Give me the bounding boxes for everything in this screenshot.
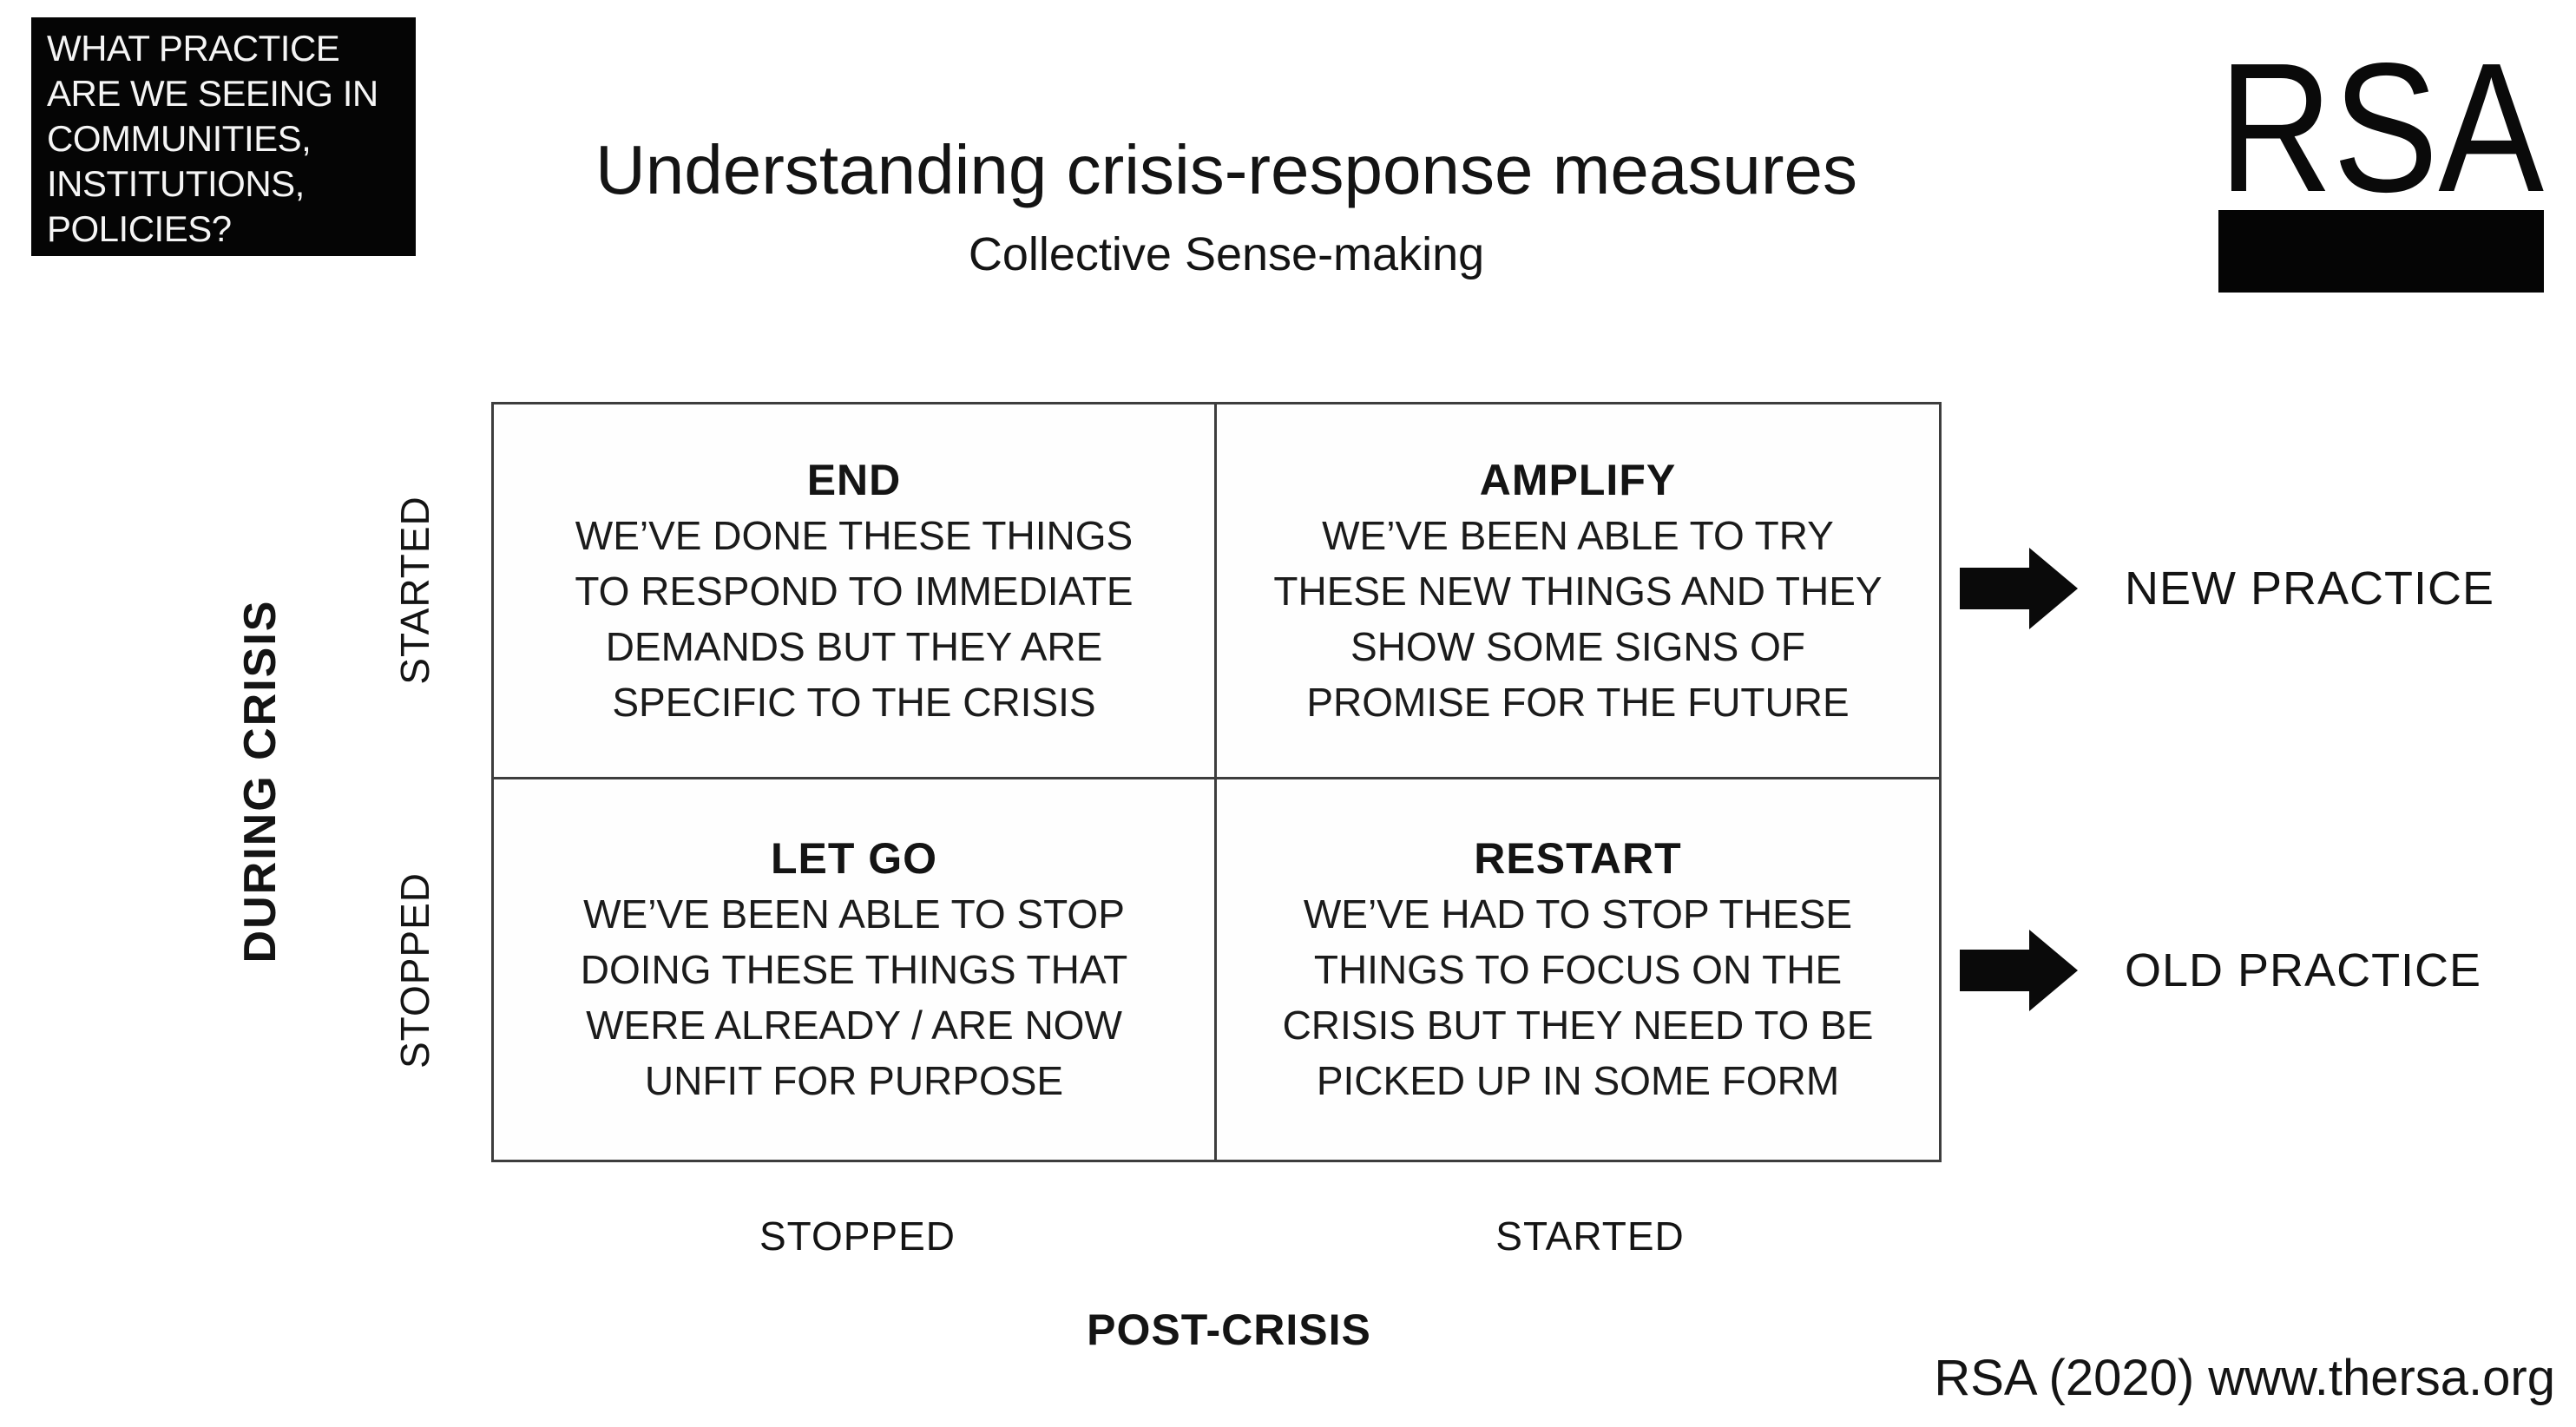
quadrant-let-go-title: LET GO — [770, 834, 938, 883]
arrow-tail — [1960, 950, 2029, 991]
page-subtitle: Collective Sense-making — [968, 228, 1485, 280]
y-axis-label: DURING CRISIS — [235, 599, 286, 963]
quadrant-end: END WE’VE DONE THESE THINGS TO RESPOND T… — [494, 404, 1217, 779]
y-axis-tick-stopped: STOPPED — [392, 872, 437, 1069]
quadrant-end-title: END — [806, 455, 902, 504]
quadrant-restart-title: RESTART — [1474, 834, 1682, 883]
x-axis-label: POST-CRISIS — [1087, 1305, 1371, 1354]
rsa-logo-bar — [2218, 210, 2544, 293]
quadrant-amplify: AMPLIFY WE’VE BEEN ABLE TO TRY THESE NEW… — [1217, 404, 1939, 779]
new-practice-label: NEW PRACTICE — [2125, 562, 2495, 615]
footer-credit: RSA (2020) www.thersa.org — [1934, 1350, 2555, 1406]
quadrant-grid: END WE’VE DONE THESE THINGS TO RESPOND T… — [491, 402, 1942, 1162]
old-practice-arrow-icon — [1960, 930, 2078, 1011]
quadrant-let-go-body: WE’VE BEEN ABLE TO STOP DOING THESE THIN… — [580, 891, 1128, 1103]
x-axis-tick-stopped: STOPPED — [759, 1213, 956, 1259]
quadrant-end-body: WE’VE DONE THESE THINGS TO RESPOND TO IM… — [575, 512, 1134, 725]
quadrant-amplify-title: AMPLIFY — [1479, 455, 1677, 504]
page-title: Understanding crisis-response measures — [595, 131, 1857, 208]
new-practice-arrow-icon — [1960, 548, 2078, 629]
quadrant-amplify-body: WE’VE BEEN ABLE TO TRY THESE NEW THINGS … — [1273, 512, 1883, 725]
arrow-tail — [1960, 568, 2029, 609]
question-box: WHAT PRACTICE ARE WE SEEING IN COMMUNITI… — [31, 17, 416, 256]
quadrant-restart: RESTART WE’VE HAD TO STOP THESE THINGS T… — [1217, 779, 1939, 1160]
old-practice-label: OLD PRACTICE — [2125, 944, 2482, 996]
quadrant-restart-body: WE’VE HAD TO STOP THESE THINGS TO FOCUS … — [1282, 891, 1874, 1103]
rsa-logo: RSA — [2218, 54, 2544, 293]
question-box-text: WHAT PRACTICE ARE WE SEEING IN COMMUNITI… — [47, 28, 378, 249]
rsa-logo-text: RSA — [2218, 54, 2544, 201]
arrow-head — [2029, 548, 2078, 629]
rsa-logo-letters-svg: RSA — [2218, 54, 2544, 201]
quadrant-let-go: LET GO WE’VE BEEN ABLE TO STOP DOING THE… — [494, 779, 1217, 1160]
y-axis-tick-started: STARTED — [392, 496, 437, 685]
x-axis-tick-started: STARTED — [1495, 1213, 1685, 1259]
arrow-head — [2029, 930, 2078, 1011]
